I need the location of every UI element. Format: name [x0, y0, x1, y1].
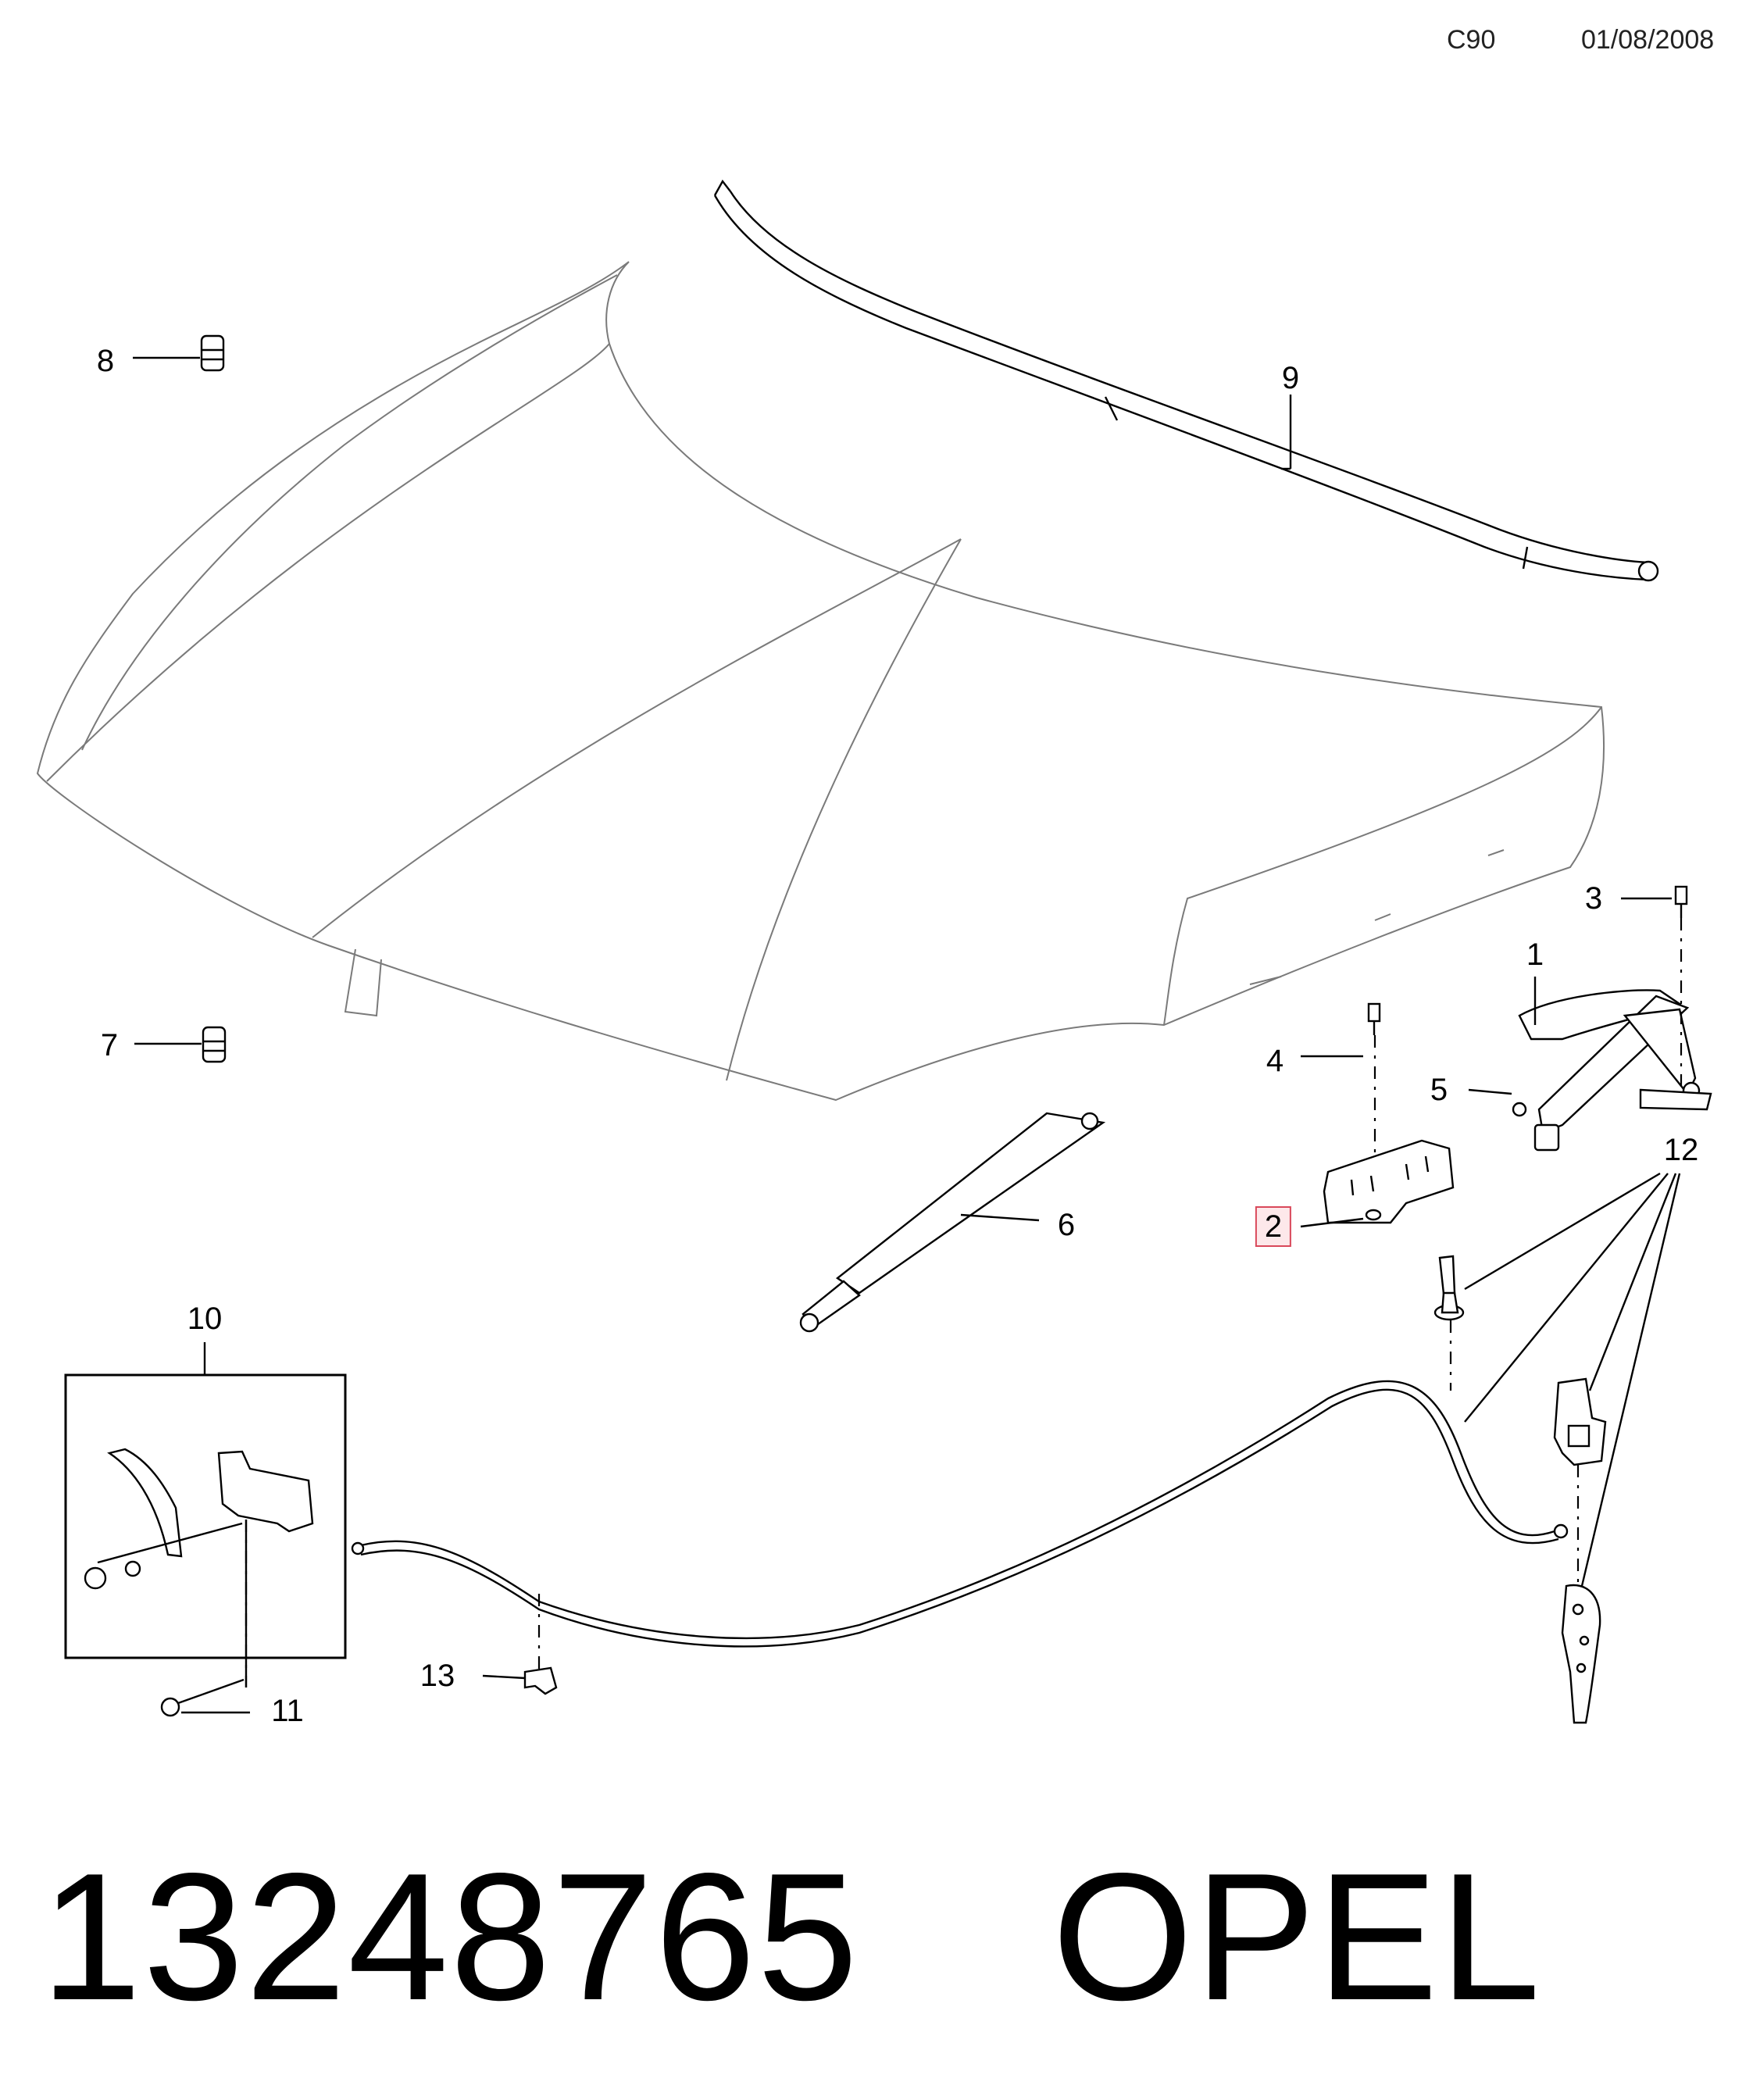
callout-8: 8	[96, 344, 115, 378]
bracket-part-2	[1323, 1139, 1455, 1224]
diagram-code: C90	[1447, 25, 1496, 55]
bolt-part-4	[1367, 1002, 1381, 1035]
callout-2-highlighted: 2	[1255, 1206, 1292, 1247]
callout-6: 6	[1057, 1208, 1076, 1242]
latch-assembly-box-10	[64, 1373, 347, 1688]
callout-5: 5	[1430, 1073, 1448, 1107]
bumper-part-7	[202, 1026, 227, 1063]
callout-10: 10	[187, 1302, 223, 1336]
release-handle-part-12	[1561, 1584, 1601, 1724]
bumper-part-8	[200, 334, 225, 372]
callout-13: 13	[420, 1659, 455, 1693]
release-pin-part-12	[1433, 1255, 1465, 1321]
weatherstrip-part-9	[713, 179, 1659, 582]
gas-strut-part-6	[799, 1112, 1106, 1333]
callout-9: 9	[1281, 361, 1300, 395]
callout-1: 1	[1526, 938, 1544, 972]
brand-name: OPEL	[1051, 1836, 1542, 2038]
part-number: 13248765	[41, 1836, 860, 2038]
release-cable	[351, 1380, 1569, 1648]
hinge-part-1	[1512, 885, 1712, 1152]
diagram-date: 01/08/2008	[1581, 25, 1715, 55]
release-bracket-part-12	[1553, 1377, 1607, 1466]
part-footer: 13248765 OPEL	[41, 1836, 1542, 2039]
callout-7: 7	[100, 1028, 119, 1062]
bolt-part-11	[160, 1678, 245, 1717]
clip-part-13	[523, 1666, 558, 1695]
callout-12: 12	[1663, 1133, 1699, 1167]
callout-11: 11	[271, 1694, 304, 1728]
callout-3: 3	[1584, 881, 1603, 916]
hood-panel	[36, 261, 1605, 1102]
leader-lines	[133, 356, 1681, 1714]
callout-4: 4	[1266, 1044, 1284, 1078]
